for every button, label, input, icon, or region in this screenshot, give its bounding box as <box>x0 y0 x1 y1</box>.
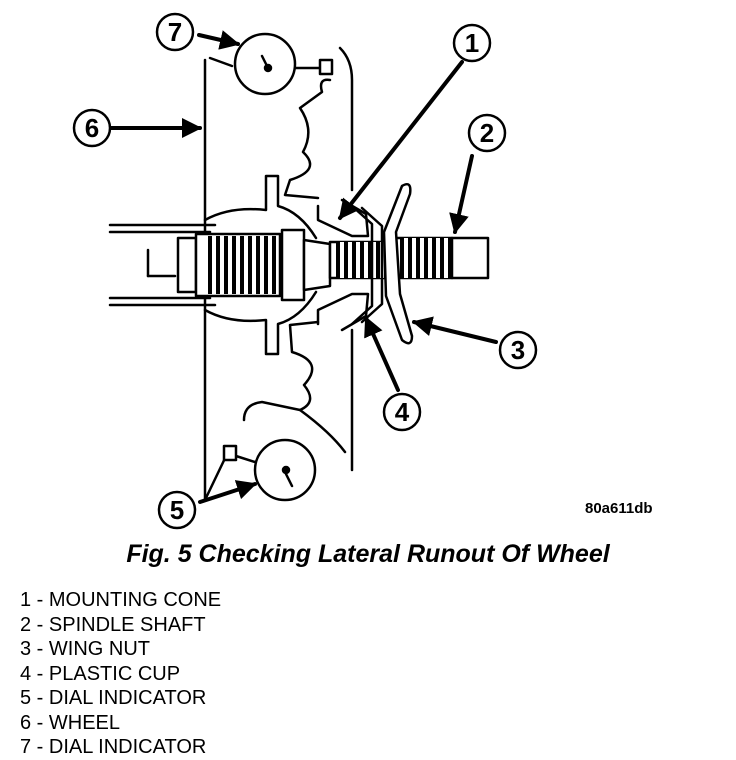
wing-nut <box>382 183 414 345</box>
legend-item: 2 - SPINDLE SHAFT <box>20 613 206 636</box>
spindle-shaft <box>176 228 490 302</box>
hub <box>203 174 318 356</box>
callout-5: 5 <box>157 490 197 530</box>
dial-indicator-bottom <box>222 438 317 502</box>
callout-1-number: 1 <box>465 28 479 58</box>
callout-2-number: 2 <box>480 118 494 148</box>
wheel <box>203 46 354 502</box>
dial-indicator-top <box>233 32 334 96</box>
callout-4-number: 4 <box>395 397 410 427</box>
runout-diagram: 7 6 1 2 3 4 5 80a611db <box>72 12 653 530</box>
legend-item: 3 - WING NUT <box>20 638 150 660</box>
callout-7-number: 7 <box>168 17 182 47</box>
legend-item: 5 - DIAL INDICATOR <box>20 687 207 709</box>
leader-arrows <box>108 30 498 504</box>
legend-item: 6 - WHEEL <box>20 711 121 734</box>
callout-3-number: 3 <box>511 335 525 365</box>
callout-2: 2 <box>467 113 507 153</box>
axle-housing <box>108 223 217 307</box>
legend-item: 1 - MOUNTING CONE <box>20 589 222 611</box>
callout-6-number: 6 <box>85 113 99 143</box>
callout-7: 7 <box>155 12 195 52</box>
callout-6: 6 <box>72 108 112 148</box>
legend-list: 1 - MOUNTING CONE 2 - SPINDLE SHAFT 3 - … <box>20 588 221 760</box>
callout-5-number: 5 <box>170 495 184 525</box>
callout-3: 3 <box>498 330 538 370</box>
plastic-cup <box>350 204 384 326</box>
figure-caption: Fig. 5 Checking Lateral Runout Of Wheel <box>126 540 610 568</box>
legend-item: 4 - PLASTIC CUP <box>20 662 181 685</box>
mounting-cone <box>316 198 370 332</box>
legend-item: 7 - DIAL INDICATOR <box>20 736 207 758</box>
callout-1: 1 <box>452 23 492 63</box>
callout-4: 4 <box>382 392 422 432</box>
figure-code: 80a611db <box>585 500 653 517</box>
